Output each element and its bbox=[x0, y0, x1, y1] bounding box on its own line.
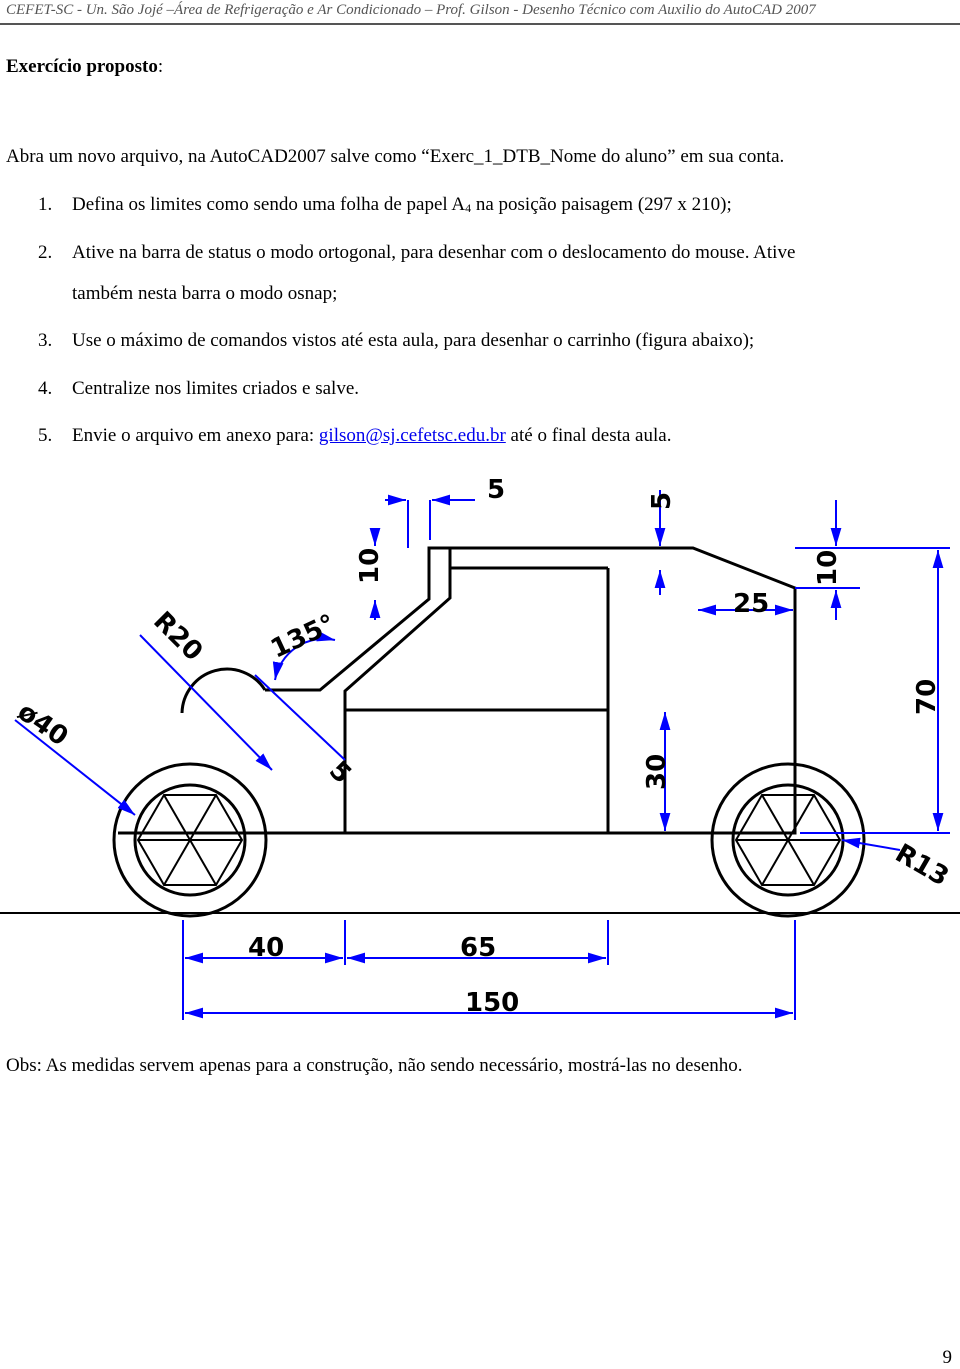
section-title: Exercício proposto: bbox=[6, 56, 163, 78]
header-rule bbox=[0, 23, 960, 25]
dim-25: 25 bbox=[733, 589, 769, 619]
running-header: CEFET-SC - Un. São Jojé –Área de Refrige… bbox=[6, 2, 816, 18]
dim-dia40: ø40 bbox=[12, 697, 73, 753]
dim-135: 135° bbox=[266, 609, 340, 665]
step-4: 4. Centralize nos limites criados e salve… bbox=[38, 378, 359, 400]
step-5: 5. Envie o arquivo em anexo para: gilson@… bbox=[38, 425, 671, 447]
step-number: 1. bbox=[38, 194, 53, 215]
dim-10-left: 10 bbox=[355, 548, 385, 584]
step-number: 2. bbox=[38, 242, 53, 263]
step-3: 3. Use o máximo de comandos vistos até es… bbox=[38, 330, 754, 352]
step-text: Envie o arquivo em anexo para: bbox=[72, 425, 319, 446]
dimension-lines bbox=[14, 490, 950, 1020]
observation-note: Obs: As medidas servem apenas para a con… bbox=[6, 1055, 743, 1076]
dim-65: 65 bbox=[460, 933, 496, 963]
dim-70: 70 bbox=[912, 679, 942, 715]
step-text: Centralize nos limites criados e salve. bbox=[72, 378, 360, 399]
cart-drawing: 5 5 10 10 25 135° R20 ø40 70 30 5 R13 40… bbox=[0, 475, 960, 1020]
dim-10-right: 10 bbox=[813, 550, 843, 586]
dim-5-top-right: 5 bbox=[647, 492, 677, 510]
step-subscript: 4 bbox=[465, 201, 472, 215]
dim-r20: R20 bbox=[147, 606, 208, 667]
step-text: Defina os limites como sendo uma folha d… bbox=[72, 194, 466, 215]
step-text-after: até o final desta aula. bbox=[505, 425, 672, 446]
step-text-after: na posição paisagem (297 x 210); bbox=[471, 194, 732, 215]
step-1: 1. Defina os limites como sendo uma folha… bbox=[38, 194, 732, 216]
step-text: Use o máximo de comandos vistos até esta… bbox=[72, 330, 755, 351]
intro-paragraph: Abra um novo arquivo, na AutoCAD2007 sal… bbox=[6, 146, 785, 167]
dim-r13: R13 bbox=[890, 838, 954, 892]
left-wheel bbox=[112, 762, 268, 918]
dim-150: 150 bbox=[465, 988, 519, 1018]
dim-5-side: 5 bbox=[323, 756, 357, 790]
page-number: 9 bbox=[942, 1347, 953, 1368]
step-number: 4. bbox=[38, 378, 53, 399]
right-wheel bbox=[710, 762, 866, 918]
step-number: 5. bbox=[38, 425, 53, 446]
step-text: Ative na barra de status o modo ortogona… bbox=[72, 242, 796, 263]
dim-5-top: 5 bbox=[487, 475, 505, 505]
dim-40: 40 bbox=[248, 933, 284, 963]
section-title-bold: Exercício proposto bbox=[6, 56, 158, 77]
dim-30: 30 bbox=[642, 754, 672, 790]
email-link[interactable]: gilson@sj.cefetsc.edu.br bbox=[318, 425, 506, 446]
step-number: 3. bbox=[38, 330, 53, 351]
section-title-suffix: : bbox=[157, 56, 164, 77]
cart-body bbox=[118, 546, 797, 835]
step-2-continuation: também nesta barra o modo osnap; bbox=[72, 283, 338, 304]
step-2: 2. Ative na barra de status o modo ortogo… bbox=[38, 242, 795, 264]
